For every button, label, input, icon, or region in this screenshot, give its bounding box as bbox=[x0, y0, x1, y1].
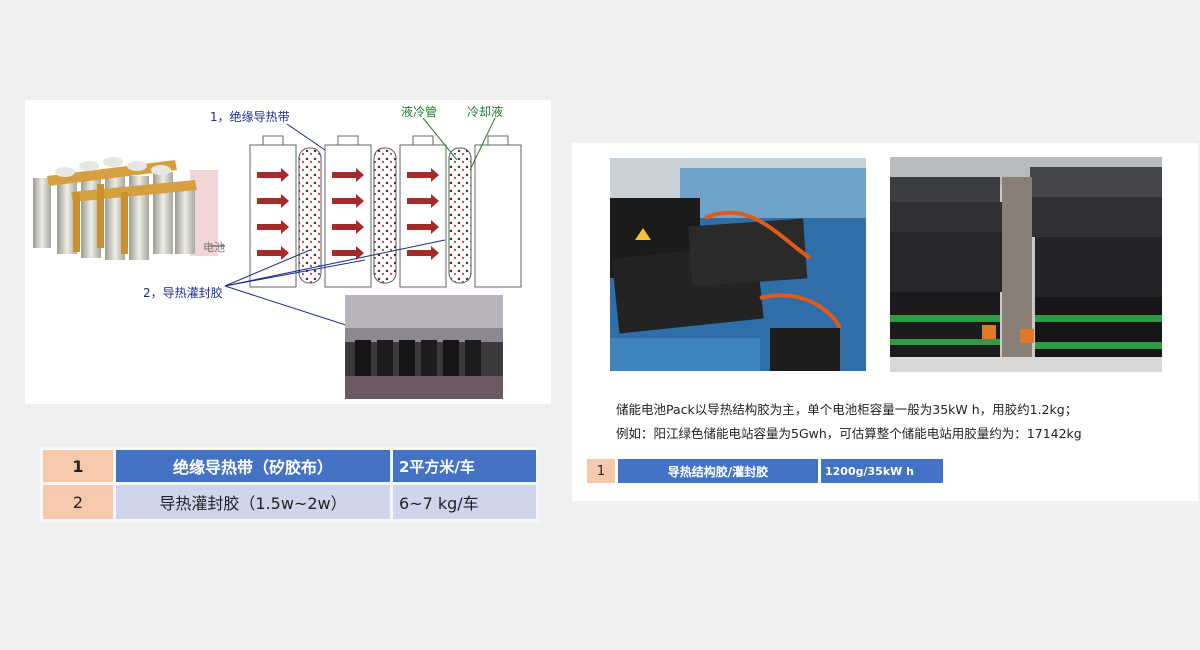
row-number: 1 bbox=[587, 459, 615, 483]
material-name: 绝缘导热带（矽胶布） bbox=[116, 450, 390, 482]
potted-module-photo bbox=[345, 295, 503, 399]
label-liquid-pipe: 液冷管 bbox=[401, 105, 438, 119]
material-quantity: 1200g/35kW h bbox=[821, 459, 943, 483]
table-row: 2 导热灌封胶（1.5w~2w） 6~7 kg/车 bbox=[43, 485, 536, 519]
cross-section-illustration bbox=[249, 135, 522, 288]
material-name: 导热灌封胶（1.5w~2w） bbox=[116, 485, 390, 519]
cell-module-illustration bbox=[33, 157, 218, 260]
battery-diagram bbox=[33, 117, 522, 399]
row-number: 1 bbox=[43, 450, 113, 482]
battery-pack-photo-2 bbox=[890, 157, 1162, 372]
energy-storage-panel: 储能电池Pack以导热结构胶为主，单个电池柜容量一般为35kW h，用胶约1.2… bbox=[572, 143, 1198, 501]
battery-pack-photo-1 bbox=[610, 158, 866, 371]
label-battery: 电池 bbox=[203, 241, 225, 254]
label-insulating-tape: 1，绝缘导热带 bbox=[210, 110, 290, 124]
table-row: 1 绝缘导热带（矽胶布） 2平方米/车 bbox=[43, 450, 536, 482]
callout-lines bbox=[210, 123, 446, 329]
material-name: 导热结构胶/灌封胶 bbox=[618, 459, 818, 483]
description-line-1: 储能电池Pack以导热结构胶为主，单个电池柜容量一般为35kW h，用胶约1.2… bbox=[616, 402, 1078, 417]
description-line-2: 例如：阳江绿色储能电站容量为5Gwh，可估算整个储能电站用胶量约为：17142k… bbox=[616, 426, 1082, 441]
left-usage-table: 1 绝缘导热带（矽胶布） 2平方米/车 2 导热灌封胶（1.5w~2w） 6~7… bbox=[40, 447, 539, 522]
label-potting-glue: 2，导热灌封胶 bbox=[143, 286, 223, 300]
label-coolant: 冷却液 bbox=[467, 105, 504, 119]
table-row: 1 导热结构胶/灌封胶 1200g/35kW h bbox=[587, 459, 943, 483]
material-quantity: 6~7 kg/车 bbox=[393, 485, 536, 519]
battery-diagram-panel: 1，绝缘导热带 液冷管 冷却液 电池 2，导热灌封胶 bbox=[25, 100, 551, 404]
row-number: 2 bbox=[43, 485, 113, 519]
material-quantity: 2平方米/车 bbox=[393, 450, 536, 482]
right-usage-table: 1 导热结构胶/灌封胶 1200g/35kW h bbox=[584, 456, 946, 486]
